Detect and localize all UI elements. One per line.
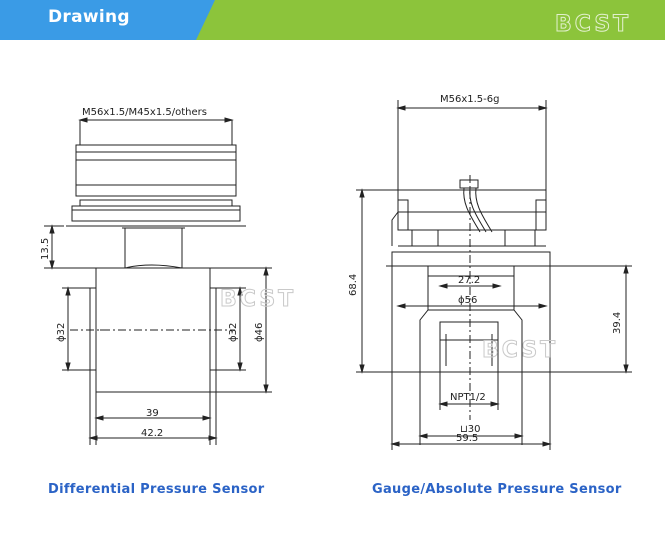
- gauge-flange-dia-dim: ϕ56: [458, 295, 477, 306]
- diff-inner-width-dim: 39: [146, 408, 159, 419]
- differential-caption: Differential Pressure Sensor: [48, 482, 265, 497]
- gauge-hex-dim: ⊔30: [460, 424, 481, 435]
- header-banner: BCST Drawing: [0, 0, 665, 40]
- technical-drawing: M56x1.5/M45x1.5/others 13.5 ϕ32 ϕ32 ϕ46 …: [40, 94, 632, 450]
- diff-watermark: BCST: [220, 287, 296, 312]
- banner-watermark: BCST: [555, 12, 631, 37]
- gauge-thread-label: M56x1.5-6g: [440, 94, 500, 105]
- gauge-sensor-drawing: [356, 100, 632, 450]
- diff-bore-left-dim: ϕ32: [56, 323, 67, 342]
- gauge-base-dim: 59.5: [456, 433, 478, 444]
- differential-sensor-drawing: [44, 117, 272, 445]
- diff-thread-label: M56x1.5/M45x1.5/others: [82, 107, 207, 118]
- gauge-port-height-dim: 39.4: [612, 312, 623, 334]
- gauge-watermark: BCST: [482, 338, 558, 363]
- page-title: Drawing: [48, 7, 130, 27]
- gauge-caption: Gauge/Absolute Pressure Sensor: [372, 482, 622, 497]
- gauge-inner-dia-dim: 27.2: [458, 275, 480, 286]
- diff-height-dim: 13.5: [40, 238, 51, 260]
- banner-blue: [0, 0, 215, 40]
- diff-body-dim: ϕ46: [254, 323, 265, 342]
- diff-bore-right-dim: ϕ32: [228, 323, 239, 342]
- diff-outer-width-dim: 42.2: [141, 428, 163, 439]
- gauge-port-label: NPT1/2: [450, 392, 486, 403]
- banner-background: BCST: [0, 0, 665, 40]
- gauge-total-height-dim: 68.4: [348, 274, 359, 296]
